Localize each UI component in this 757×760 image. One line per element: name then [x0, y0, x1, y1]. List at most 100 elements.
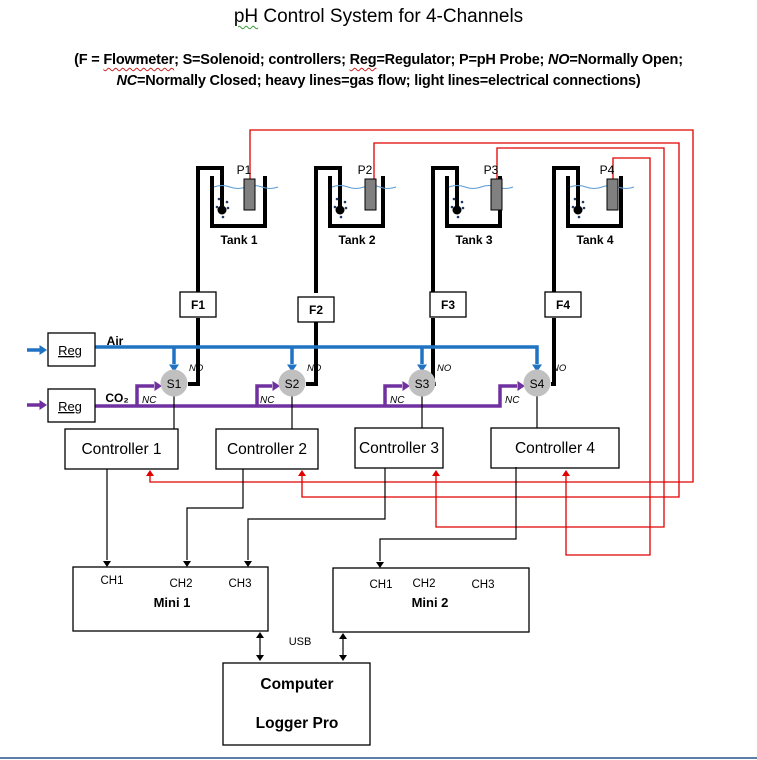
bubble-icon: [456, 215, 460, 219]
channel-label: CH2: [169, 578, 192, 590]
bubble-icon: [215, 205, 219, 209]
probe-label: P1: [237, 163, 252, 177]
bubble-icon: [333, 205, 337, 209]
data-arrow-icon: [103, 561, 111, 567]
legend-part: =Normally Open;: [569, 52, 683, 68]
solenoid-icon: [523, 369, 551, 397]
bubble-icon: [452, 197, 456, 201]
channel-label: CH3: [471, 579, 494, 591]
tank-label: Tank 3: [455, 233, 492, 247]
bubble-icon: [460, 200, 464, 204]
bubble-icon: [582, 206, 586, 210]
controller-2-data-wire: [186, 469, 244, 560]
legend-part: Flowmeter: [103, 52, 175, 68]
bubble-icon: [343, 200, 347, 204]
air-inlet-arrow-icon: [39, 345, 47, 355]
gas-outlet-pipe: [306, 318, 318, 386]
bubbler-icon: [452, 205, 462, 215]
solenoid-label: S3: [415, 377, 430, 391]
flowmeter-label: F3: [441, 298, 455, 312]
page-bottom-rule: [0, 757, 757, 759]
probe-signal-wire: [301, 142, 680, 498]
tank-wall: [210, 176, 267, 228]
solenoid-label: S4: [530, 377, 545, 391]
gas-outlet-pipe: [551, 318, 556, 386]
channel-label: CH1: [369, 579, 392, 591]
legend-line-1: (F = Flowmeter; S=Solenoid; controllers;…: [0, 50, 757, 71]
gas-riser-pipe: [431, 166, 459, 293]
flowmeter-label: F1: [191, 298, 205, 312]
bubble-icon: [335, 197, 339, 201]
bubble-icon: [344, 206, 348, 210]
tank-label: Tank 1: [220, 233, 257, 247]
solenoid-label: S1: [167, 377, 182, 391]
air-arrow-icon: [532, 364, 542, 372]
controller-3-data-wire: [247, 468, 386, 560]
logger-pro-label: Logger Pro: [256, 715, 339, 732]
ph-probe-icon: [490, 178, 503, 211]
air-arrow-icon: [287, 364, 297, 372]
gas-outlet-pipe: [188, 318, 200, 386]
usb-arrow-up-icon: [256, 632, 264, 638]
controller-box: [215, 428, 319, 470]
legend-part: NO: [548, 52, 570, 68]
mini-label: Mini 1: [154, 595, 191, 610]
legend-part: (F =: [74, 52, 104, 68]
air-header-line: [95, 345, 539, 364]
channel-label: CH1: [100, 575, 123, 587]
gas-riser-pipe: [314, 166, 342, 293]
normally-closed-label: NC: [390, 395, 405, 406]
co2-arrow-icon: [517, 381, 525, 391]
legend-part: Reg: [349, 52, 377, 68]
signal-wires: [146, 129, 694, 556]
normally-closed-label: NC: [142, 395, 157, 406]
bubble-icon: [577, 215, 581, 219]
data-arrow-icon: [183, 561, 191, 567]
legend-part: =Regulator; P=pH Probe;: [376, 52, 549, 68]
bubbler-icon: [217, 205, 227, 215]
channel-label: CH3: [228, 578, 251, 590]
gas-riser-pipe: [196, 166, 224, 293]
co2-branch-line: [135, 384, 154, 406]
water-surface: [569, 185, 635, 189]
normally-closed-label: NC: [505, 395, 520, 406]
signal-arrow-icon: [298, 470, 306, 476]
air-regulator-box: [47, 332, 96, 367]
tank-wall: [566, 176, 623, 228]
bubble-icon: [461, 206, 465, 210]
co2-arrow-icon: [272, 381, 280, 391]
computer-box: [222, 662, 371, 746]
bubbler-icon: [335, 205, 345, 215]
water-surface: [331, 185, 397, 189]
mini-label: Mini 2: [412, 595, 449, 610]
title-rest: Control System for 4-Channels: [258, 6, 524, 27]
tank-label: Tank 2: [338, 233, 375, 247]
controller-label: Controller 2: [227, 441, 307, 458]
ph-probe-icon: [606, 178, 619, 211]
controller-label: Controller 3: [359, 440, 439, 457]
bubble-icon: [581, 200, 585, 204]
tank-wall: [328, 176, 385, 228]
bubbler-icon: [573, 205, 583, 215]
co2-label: CO₂: [105, 391, 128, 405]
probe-label: P3: [484, 163, 499, 177]
signal-arrow-icon: [562, 470, 570, 476]
co2-arrow-icon: [402, 381, 410, 391]
solenoid-label: S2: [285, 377, 300, 391]
bubble-icon: [450, 205, 454, 209]
probe-signal-wire: [565, 157, 651, 556]
signal-arrow-icon: [432, 470, 440, 476]
gas-riser-pipe: [552, 166, 580, 293]
labquest-mini-box: [332, 567, 530, 633]
signal-arrow-icon: [146, 470, 154, 476]
bubble-icon: [571, 205, 575, 209]
legend-part: NC: [116, 73, 137, 89]
usb-arrow-down-icon: [339, 655, 347, 661]
co2-arrow-icon: [154, 381, 162, 391]
bubble-icon: [217, 197, 221, 201]
bubble-icon: [225, 200, 229, 204]
legend-text: (F = Flowmeter; S=Solenoid; controllers;…: [0, 50, 757, 92]
labquest-mini-box: [72, 566, 269, 632]
normally-closed-label: NC: [260, 395, 275, 406]
